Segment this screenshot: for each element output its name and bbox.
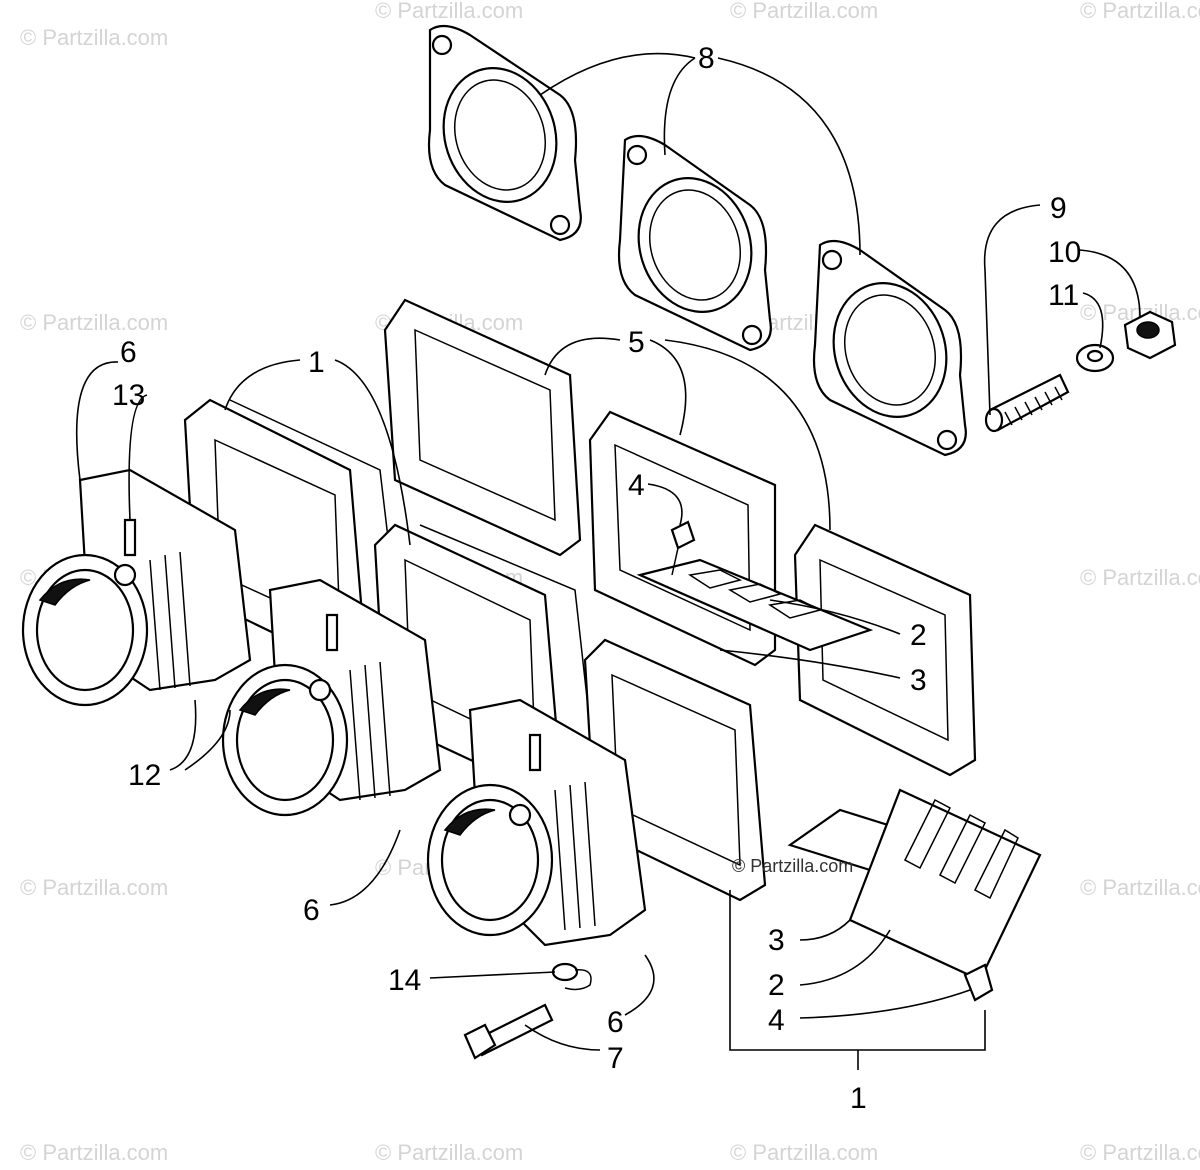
callout-labels: 8 9 10 11 5 6 13 1 4 2 3 12 6 3 2 14 4 6… — [112, 42, 1081, 1115]
callout-13: 13 — [112, 379, 145, 412]
bolt — [463, 1003, 554, 1060]
reed-gasket-left — [383, 298, 582, 557]
reed-gasket-right — [793, 523, 977, 777]
callout-12: 12 — [128, 759, 161, 792]
callout-1: 1 — [850, 1082, 867, 1115]
callout-8: 8 — [698, 42, 715, 75]
callout-5: 5 — [628, 326, 645, 359]
callout-14: 14 — [388, 964, 421, 997]
reed-plate-lower — [787, 788, 1042, 982]
watermark: © Partzilla.com — [20, 310, 168, 335]
stud — [984, 373, 1070, 433]
clip — [551, 962, 592, 991]
callout-10: 10 — [1048, 236, 1081, 269]
screw — [963, 963, 994, 1002]
watermark: © Partzilla.com — [20, 1140, 168, 1165]
callout-3: 3 — [910, 664, 927, 697]
callout-9: 9 — [1050, 192, 1067, 225]
nut — [1123, 310, 1177, 360]
watermark: © Partzilla.com — [20, 25, 168, 50]
callout-2: 2 — [768, 969, 785, 1002]
callout-7: 7 — [607, 1042, 624, 1075]
watermark: © Partzilla.com — [730, 1140, 878, 1165]
watermark: © Partzilla.com — [1080, 0, 1200, 23]
callout-2: 2 — [910, 619, 927, 652]
flange-gasket-center — [617, 134, 772, 352]
watermark: © Partzilla.com — [375, 1140, 523, 1165]
callout-4: 4 — [628, 469, 645, 502]
callout-4: 4 — [768, 1004, 785, 1037]
screw-upper — [670, 520, 696, 576]
watermark: © Partzilla.com — [1080, 565, 1200, 590]
flange-gasket-right — [812, 239, 967, 457]
callout-1: 1 — [308, 346, 325, 379]
carb-boot-right — [426, 698, 647, 947]
callout-11: 11 — [1048, 279, 1079, 312]
flange-gasket-left — [427, 24, 582, 242]
callout-3: 3 — [768, 924, 785, 957]
callout-6: 6 — [303, 894, 320, 927]
callout-6: 6 — [120, 336, 137, 369]
inline-watermark: © Partzilla.com — [732, 856, 853, 876]
watermark: © Partzilla.com — [730, 0, 878, 23]
watermark: © Partzilla.com — [20, 875, 168, 900]
washer — [1075, 343, 1115, 373]
leader-lines — [75, 52, 1141, 1070]
carb-boot-left — [21, 468, 252, 707]
watermark: © Partzilla.com — [375, 0, 523, 23]
callout-6: 6 — [607, 1006, 624, 1039]
watermark: © Partzilla.com — [1080, 875, 1200, 900]
watermark: © Partzilla.com — [1080, 1140, 1200, 1165]
carb-boot-center — [221, 578, 442, 817]
reed-plate-upper — [636, 558, 874, 652]
